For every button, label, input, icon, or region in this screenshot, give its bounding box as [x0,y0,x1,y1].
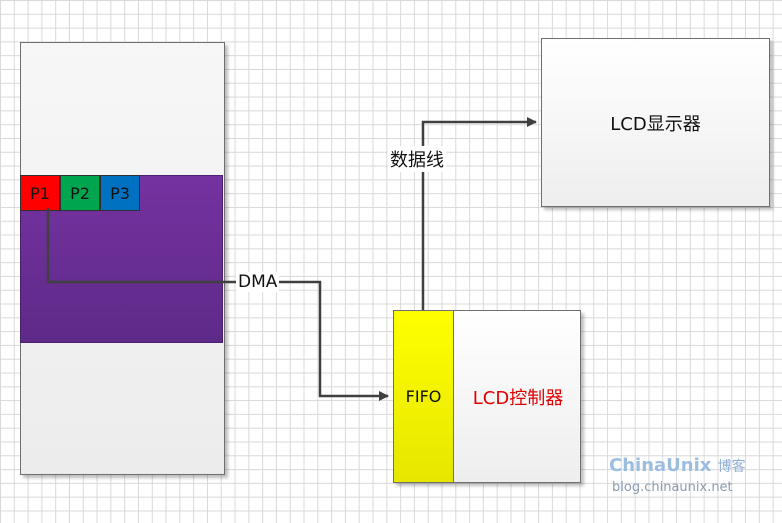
lcd-controller-label-wrap: LCD控制器 [455,310,581,483]
lcd-display-box: LCD显示器 [541,38,770,207]
fifo-block: FIFO [393,310,454,483]
pixel-p2: P2 [60,175,100,211]
watermark-url: blog.chinaunix.net [612,480,733,495]
dataline-connector [421,117,537,310]
logo-text: ChinaUnix [609,455,712,476]
pixel-p3: P3 [100,175,140,211]
pixel-p1: P1 [20,175,60,211]
fifo-label: FIFO [405,387,442,406]
dataline-label: 数据线 [388,146,446,172]
dma-label: DMA [236,272,280,292]
lcd-controller-label: LCD控制器 [472,387,564,409]
logo-suffix: 博客 [717,459,746,475]
chinaunix-logo: ChinaUnix 博客 [609,455,746,476]
dma-connector [46,208,389,401]
lcd-display-label: LCD显示器 [610,113,701,135]
